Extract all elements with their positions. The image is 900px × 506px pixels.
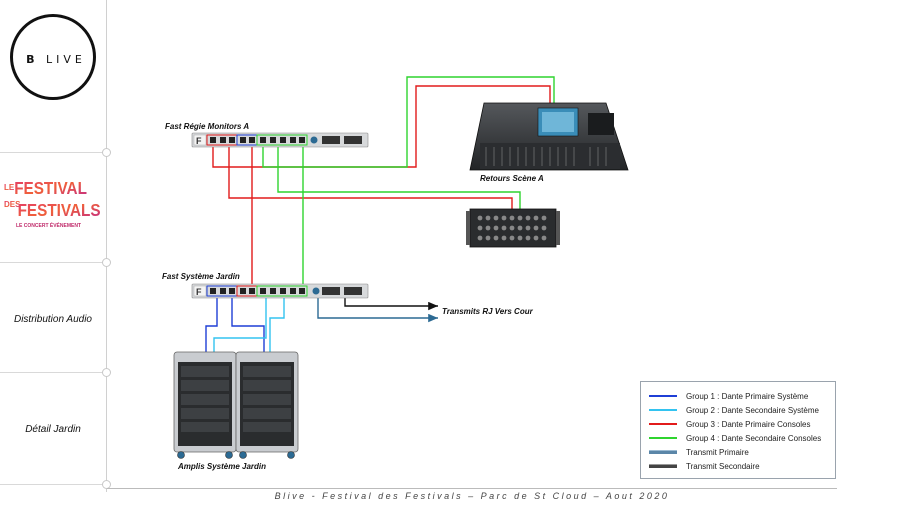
fast-systeme-device: F bbox=[191, 283, 369, 299]
footer-caption: Blive - Festival des Festivals – Parc de… bbox=[274, 491, 670, 501]
legend-swatch bbox=[649, 464, 677, 468]
legend-label: Group 2 : Dante Secondaire Système bbox=[686, 405, 819, 415]
divider-knob bbox=[102, 258, 111, 267]
legend-swatch bbox=[649, 395, 677, 397]
cable-transmit-primary bbox=[317, 298, 438, 323]
sidebar-divider bbox=[0, 372, 105, 373]
blive-logo-text: B LIVE bbox=[26, 53, 86, 66]
footer-divider bbox=[107, 488, 837, 489]
label-fast-regie: Fast Régie Monitors A bbox=[165, 122, 250, 131]
legend-swatch bbox=[649, 450, 677, 454]
label-transmits: Transmits RJ Vers Cour bbox=[442, 307, 533, 316]
legend-item-group2: Group 2 : Dante Secondaire Système bbox=[649, 404, 819, 416]
blive-logo: B LIVE bbox=[10, 14, 96, 100]
legend-item-group4: Group 4 : Dante Secondaire Consoles bbox=[649, 432, 821, 444]
amp-rack-right bbox=[235, 351, 299, 459]
legend-label: Transmit Primaire bbox=[686, 447, 749, 457]
amp-rack-left bbox=[173, 351, 237, 459]
svg-text:F: F bbox=[196, 287, 202, 297]
sidebar-divider bbox=[0, 484, 105, 485]
legend-item-transmit-secondaire: Transmit Secondaire bbox=[649, 460, 760, 472]
label-fast-systeme: Fast Système Jardin bbox=[162, 272, 240, 281]
legend-swatch bbox=[649, 437, 677, 439]
legend-item-group3: Group 3 : Dante Primaire Consoles bbox=[649, 418, 811, 430]
section-distribution-audio: Distribution Audio bbox=[13, 314, 92, 325]
label-retours-scene: Retours Scène A bbox=[480, 174, 544, 183]
legend-label: Group 1 : Dante Primaire Système bbox=[686, 391, 809, 401]
festival-logo-festivals: FESTIVALS bbox=[18, 200, 101, 220]
label-amplis: Amplis Système Jardin bbox=[178, 462, 267, 471]
divider-knob bbox=[102, 148, 111, 157]
festival-logo-festival: FESTIVAL bbox=[14, 178, 87, 198]
cable-group4-green bbox=[262, 76, 555, 290]
legend-label: Group 3 : Dante Primaire Consoles bbox=[686, 419, 811, 429]
sidebar-border bbox=[106, 0, 107, 492]
section-detail-jardin: Détail Jardin bbox=[25, 424, 81, 435]
cable-group1-blue bbox=[205, 298, 265, 366]
legend-item-group1: Group 1 : Dante Primaire Système bbox=[649, 390, 808, 402]
divider-knob bbox=[102, 480, 111, 489]
legend-label: Transmit Secondaire bbox=[686, 461, 760, 471]
festival-logo-tagline: LE CONCERT ÉVÉNEMENT bbox=[16, 221, 81, 229]
legend-item-transmit-primaire: Transmit Primaire bbox=[649, 446, 749, 458]
festival-logo-le: LE bbox=[4, 183, 15, 192]
svg-text:F: F bbox=[196, 136, 202, 146]
legend-box: Group 1 : Dante Primaire Système Group 2… bbox=[640, 381, 836, 479]
retours-console bbox=[469, 102, 629, 171]
stage-box bbox=[466, 208, 560, 248]
divider-knob bbox=[102, 368, 111, 377]
cable-transmit-secondary bbox=[344, 298, 438, 311]
festival-logo-des: DES bbox=[4, 200, 21, 209]
festival-logo: LE FESTIVAL DES FESTIVALS LE CONCERT ÉVÉ… bbox=[4, 178, 101, 229]
legend-swatch bbox=[649, 423, 677, 425]
sidebar-divider bbox=[0, 262, 105, 263]
legend-label: Group 4 : Dante Secondaire Consoles bbox=[686, 433, 822, 443]
cable-group3-red bbox=[212, 85, 551, 290]
fast-regie-device: F bbox=[191, 132, 369, 148]
sidebar-divider bbox=[0, 152, 105, 153]
legend-swatch bbox=[649, 409, 677, 411]
